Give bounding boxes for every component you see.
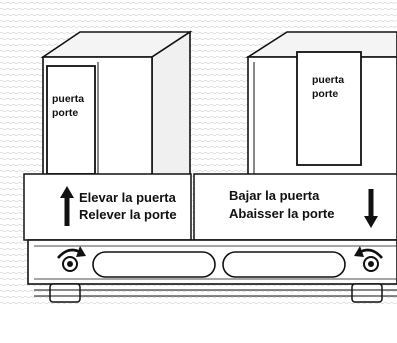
left-door-label-line1: puerta (52, 93, 84, 105)
right-door-label: puerta porte (312, 74, 344, 100)
rotate-arrow-icon (57, 246, 86, 259)
rotate-arrow-icon (354, 246, 383, 259)
raise-instruction-line2: Relever la porte (79, 207, 177, 222)
arrow-up-icon (60, 186, 74, 226)
lower-instruction-line2: Abaisser la porte (229, 206, 335, 221)
right-door-label-line2: porte (312, 88, 338, 100)
adjust-knob-icon (62, 256, 78, 272)
left-door-panel (46, 65, 96, 175)
raise-instruction-line1: Elevar la puerta (79, 190, 177, 205)
arrow-down-icon (364, 189, 378, 228)
left-door-label-line2: porte (52, 107, 78, 119)
left-door-label: puerta porte (52, 93, 84, 119)
instruction-panels (23, 173, 397, 241)
base-slot-left (92, 251, 216, 278)
adjust-knob-icon (363, 256, 379, 272)
right-door-panel (296, 51, 362, 166)
cabinet-base (27, 239, 397, 285)
right-door-label-line1: puerta (312, 74, 344, 86)
cabinet-feet (34, 283, 397, 303)
floor-area (0, 305, 397, 343)
lower-instruction-line1: Bajar la puerta (229, 188, 320, 203)
base-slot-right (222, 251, 346, 278)
